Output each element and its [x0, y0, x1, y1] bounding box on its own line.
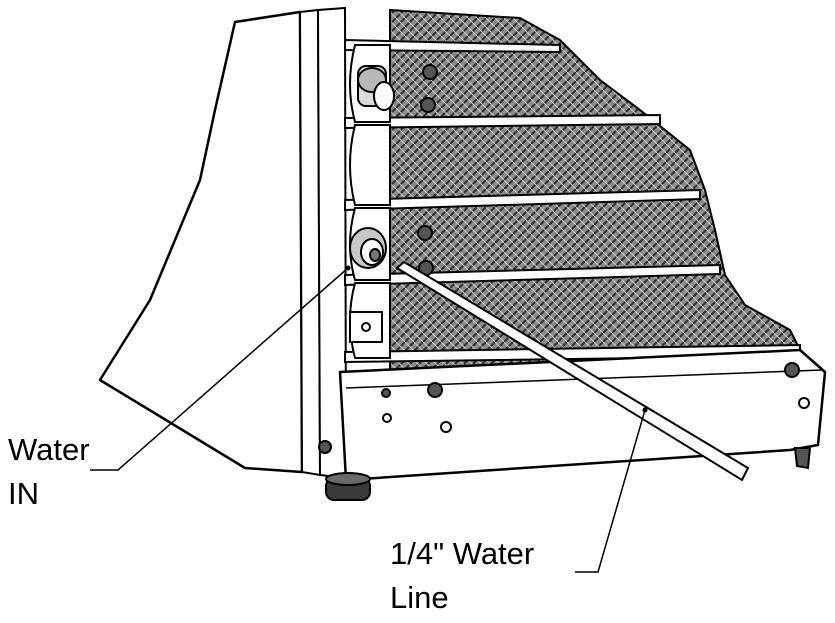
water-line-label: 1/4" Water Line [390, 532, 534, 620]
water-in-label-line1: Water [8, 432, 90, 467]
bracket-hole [361, 322, 371, 332]
coil-tube-ribs [344, 38, 801, 364]
coil-screw [420, 97, 436, 113]
base-plate-holes [318, 362, 810, 454]
coil-screw [422, 64, 438, 80]
condenser-coil-mesh [389, 8, 802, 374]
mounting-bracket [349, 311, 383, 343]
leveling-foot [325, 472, 371, 501]
water-in-label-line2: IN [8, 476, 39, 511]
water-in-leader [90, 267, 349, 471]
water-in-leader-dot [345, 265, 351, 271]
water-line-leader-dot [642, 407, 648, 413]
water-line-label-line2: Line [390, 580, 449, 615]
water-line-tube [395, 260, 750, 482]
front-frame-outer [298, 8, 322, 477]
drain-tab [793, 447, 812, 470]
upper-water-fitting [357, 65, 395, 111]
water-line-leader [575, 409, 646, 573]
water-line-label-line1: 1/4" Water [390, 536, 535, 571]
water-in-label: Water IN [8, 428, 90, 516]
side-panel [98, 10, 304, 474]
coil-screw [417, 225, 433, 241]
water-in-fitting [349, 227, 387, 269]
